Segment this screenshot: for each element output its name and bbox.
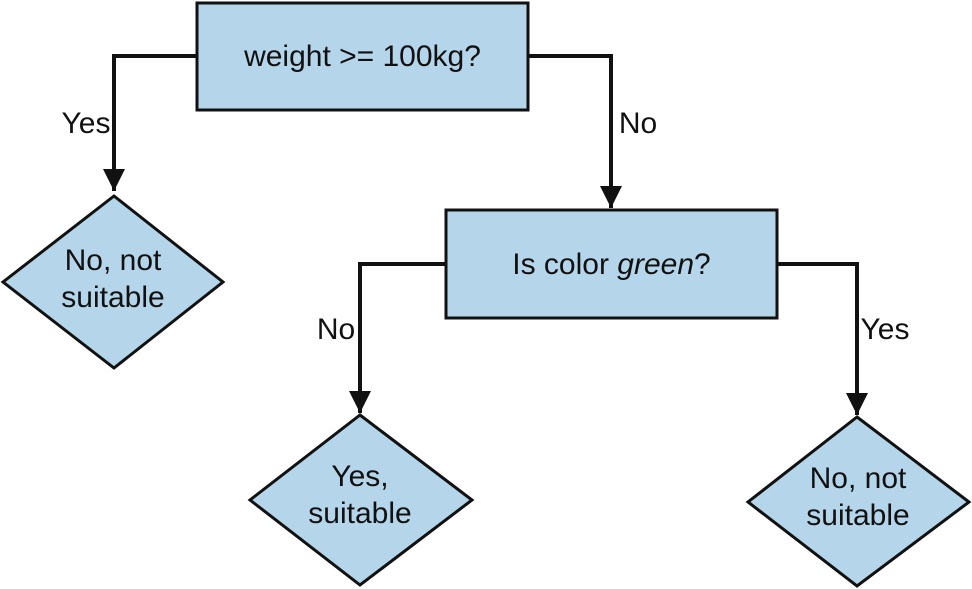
leaf-label-heavy-line1: No, not [65, 244, 162, 277]
edge-color-no [349, 262, 446, 413]
leaf-label-green-line1: No, not [810, 462, 907, 495]
decision-label-color-suffix: ? [694, 248, 711, 281]
leaf-diamond-not-green [247, 413, 475, 587]
decision-label-weight: weight >= 100kg? [243, 40, 481, 73]
leaf-diamond-heavy [0, 194, 226, 370]
decision-box-weight [195, 1, 530, 112]
leaf-label-heavy-line2: suitable [61, 281, 164, 314]
leaf-node-heavy: No, not suitable [0, 194, 226, 370]
leaf-label-green-line2: suitable [806, 499, 909, 532]
edge-label-color-yes: Yes [861, 313, 910, 346]
edge-weight-no [528, 54, 622, 208]
decision-label-color: Is color green? [512, 248, 710, 281]
decision-node-weight: weight >= 100kg? [195, 1, 530, 112]
leaf-node-not-green: Yes, suitable [247, 413, 475, 587]
edge-color-yes [777, 262, 868, 415]
leaf-node-green: No, not suitable [745, 415, 972, 588]
edge-label-color-no: No [317, 313, 355, 346]
decision-box-color [444, 208, 779, 320]
edge-weight-yes [103, 54, 197, 191]
decision-node-color: Is color green? [444, 208, 779, 320]
leaf-label-not-green-line1: Yes, [331, 460, 388, 493]
decision-label-color-prefix: Is color [512, 248, 617, 281]
leaf-label-not-green-line2: suitable [308, 497, 411, 530]
edge-label-weight-yes: Yes [62, 107, 111, 140]
edge-label-weight-no: No [619, 107, 657, 140]
leaf-diamond-green [745, 415, 972, 588]
decision-label-color-emphasis: green [617, 248, 694, 281]
